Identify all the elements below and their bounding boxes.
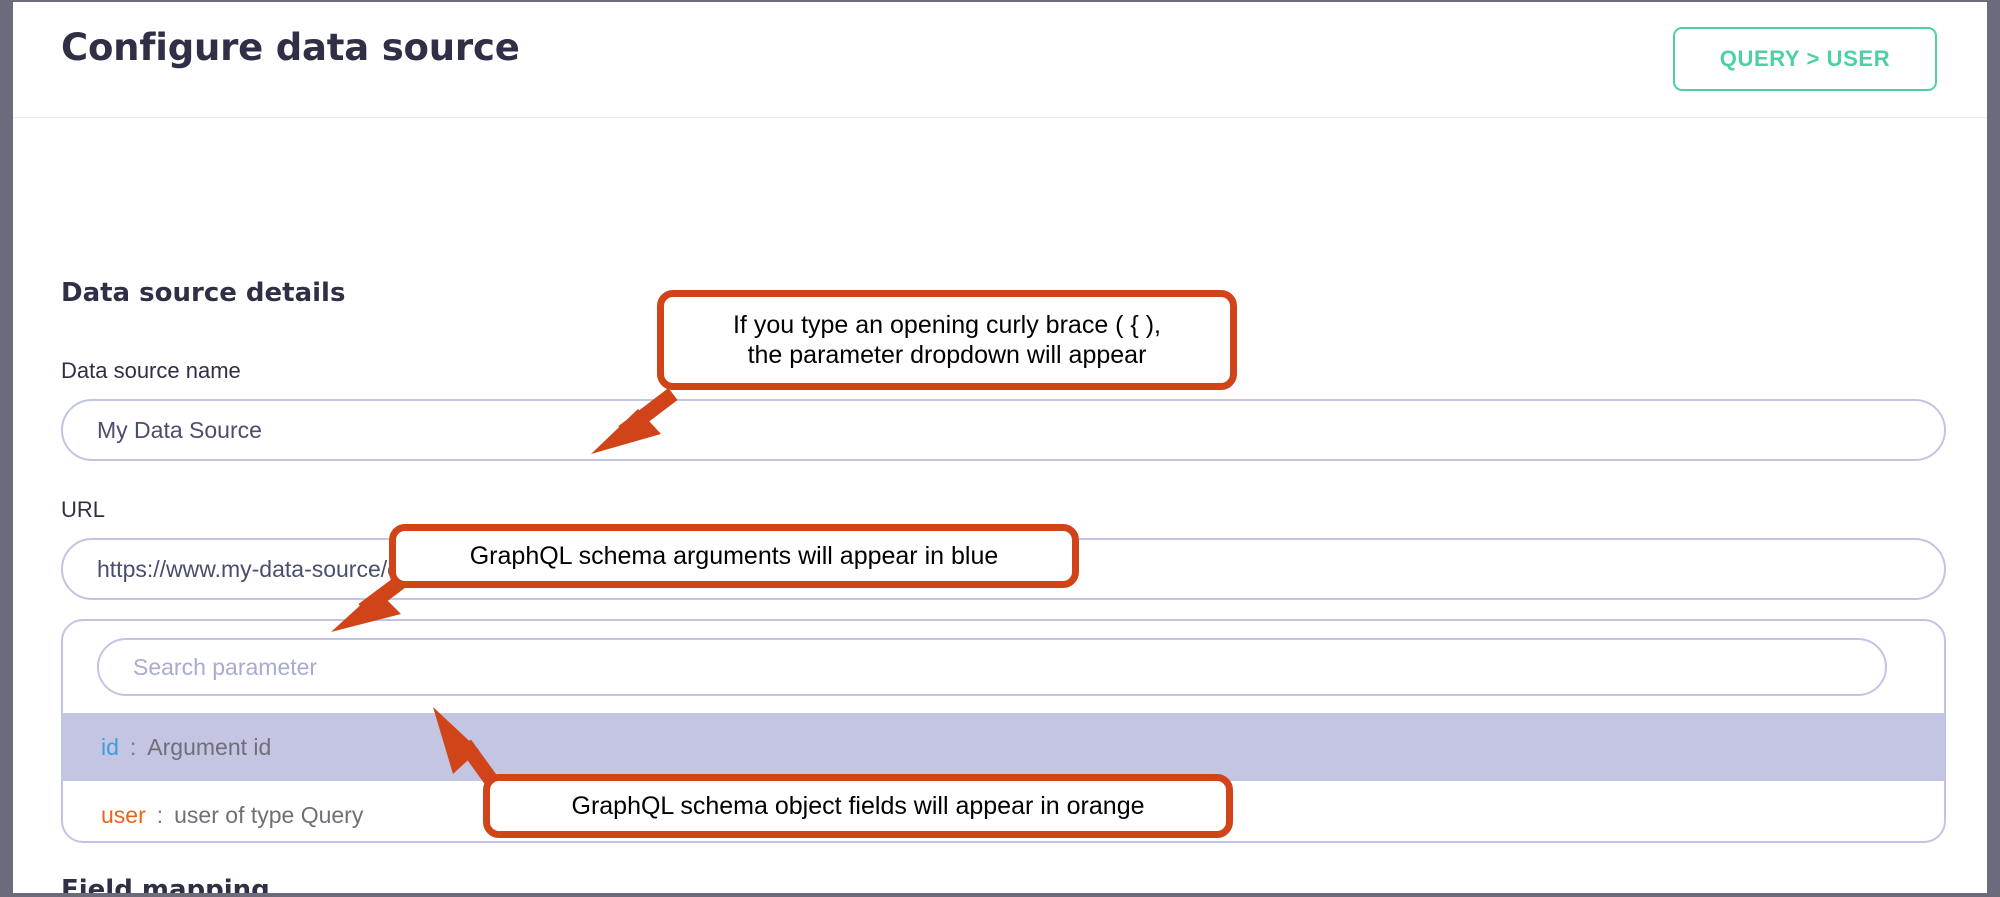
parameter-option-user[interactable]: user : user of type Query: [63, 781, 1944, 841]
parameter-option-description: Argument id: [147, 733, 272, 760]
parameter-option-key: id: [101, 733, 119, 760]
search-parameter-input[interactable]: Search parameter: [97, 638, 1887, 696]
page-title: Configure data source: [61, 26, 520, 69]
parameter-option-separator: :: [156, 801, 164, 828]
parameter-option-key: user: [101, 801, 146, 828]
data-source-name-value: My Data Source: [97, 416, 262, 443]
data-source-name-input[interactable]: My Data Source: [61, 399, 1946, 461]
parameter-dropdown-panel: Search parameter id : Argument id user :…: [61, 619, 1946, 843]
app-window: Configure data source QUERY > USER Data …: [10, 2, 1990, 893]
annotation-arguments-blue-hint: GraphQL schema arguments will appear in …: [389, 524, 1079, 588]
data-source-name-label: Data source name: [61, 358, 241, 383]
data-source-details-heading: Data source details: [61, 278, 346, 308]
parameter-option-separator: :: [129, 733, 137, 760]
annotation-text: GraphQL schema object fields will appear…: [571, 791, 1145, 820]
parameter-option-description: user of type Query: [174, 801, 364, 828]
field-mapping-heading: Field mapping: [61, 875, 270, 893]
query-user-button[interactable]: QUERY > USER: [1673, 27, 1937, 91]
parameter-option-id[interactable]: id : Argument id: [63, 713, 1944, 781]
annotation-curly-brace-hint: If you type an opening curly brace ( { )…: [657, 290, 1237, 390]
search-parameter-placeholder: Search parameter: [133, 653, 318, 680]
annotation-text: GraphQL schema arguments will appear in …: [469, 541, 999, 570]
card-header: Configure data source QUERY > USER: [13, 2, 1987, 118]
annotation-object-fields-orange-hint: GraphQL schema object fields will appear…: [483, 774, 1233, 838]
annotation-text: If you type an opening curly brace ( { )…: [732, 310, 1161, 370]
url-label: URL: [61, 497, 106, 522]
